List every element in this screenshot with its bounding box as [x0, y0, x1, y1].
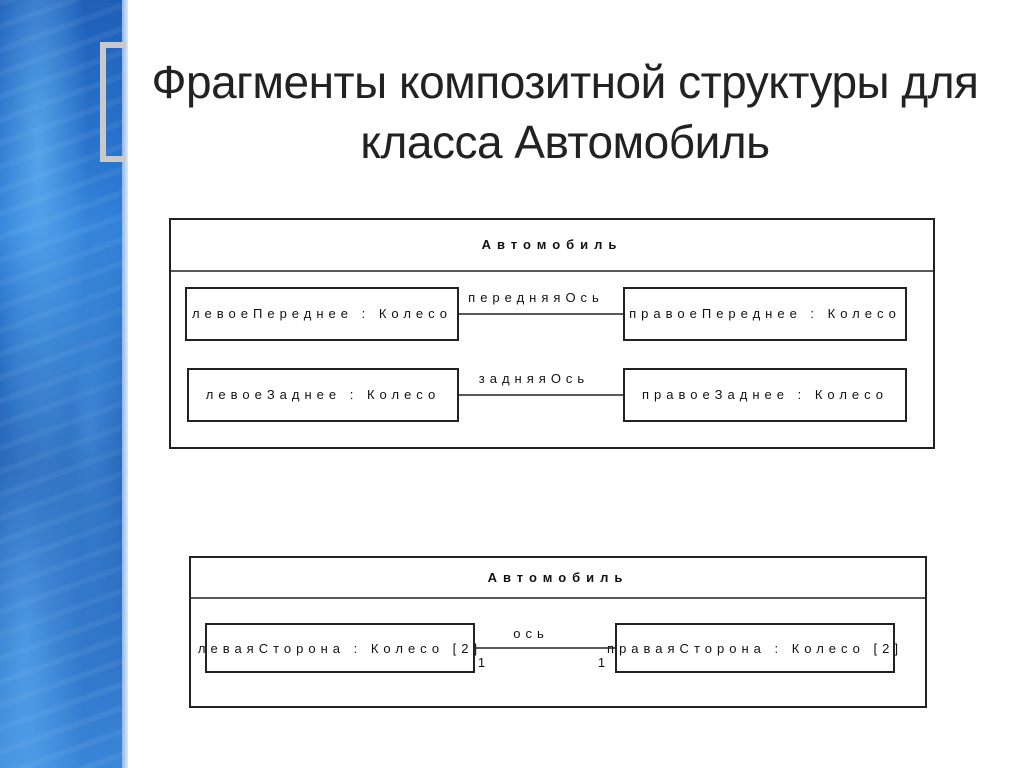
connector-axle-label: ось — [513, 626, 549, 641]
part-rear-right-label: правоеЗаднее : Колесо — [642, 387, 888, 402]
slide-title-line-2: класса Автомобиль — [360, 116, 770, 168]
multiplicity-left: 1 — [478, 655, 490, 670]
multiplicity-right: 1 — [598, 655, 610, 670]
part-rear-left-label: левоеЗаднее : Колесо — [206, 387, 440, 402]
part-right-side — [615, 623, 895, 673]
title-bracket — [100, 42, 126, 162]
slide-title: Фрагменты композитной структуры для клас… — [150, 52, 980, 172]
class-name-1: Автомобиль — [482, 237, 623, 252]
connector-rear-axle-label: задняяОсь — [479, 371, 589, 386]
part-rear-right — [623, 368, 907, 422]
part-front-left-label: левоеПереднее : Колесо — [192, 306, 452, 321]
sidebar-decoration — [0, 0, 128, 768]
diagram-1: Автомобиль левоеПереднее : Колесо правое… — [169, 218, 935, 449]
slide-title-line-1: Фрагменты композитной структуры для — [151, 56, 979, 108]
part-left-side — [205, 623, 475, 673]
part-left-side-label: леваяСторона : Колесо [2] — [198, 641, 482, 656]
part-front-right-label: правоеПереднее : Колесо — [629, 306, 901, 321]
part-front-left — [185, 287, 459, 341]
diagram-2: Автомобиль леваяСторона : Колесо [2] пра… — [189, 556, 927, 708]
class-name-2: Автомобиль — [488, 570, 629, 585]
connector-front-axle-label: передняяОсь — [468, 290, 604, 305]
part-right-side-label: праваяСторона : Колесо [2] — [607, 641, 903, 656]
sidebar-edge — [122, 0, 128, 768]
